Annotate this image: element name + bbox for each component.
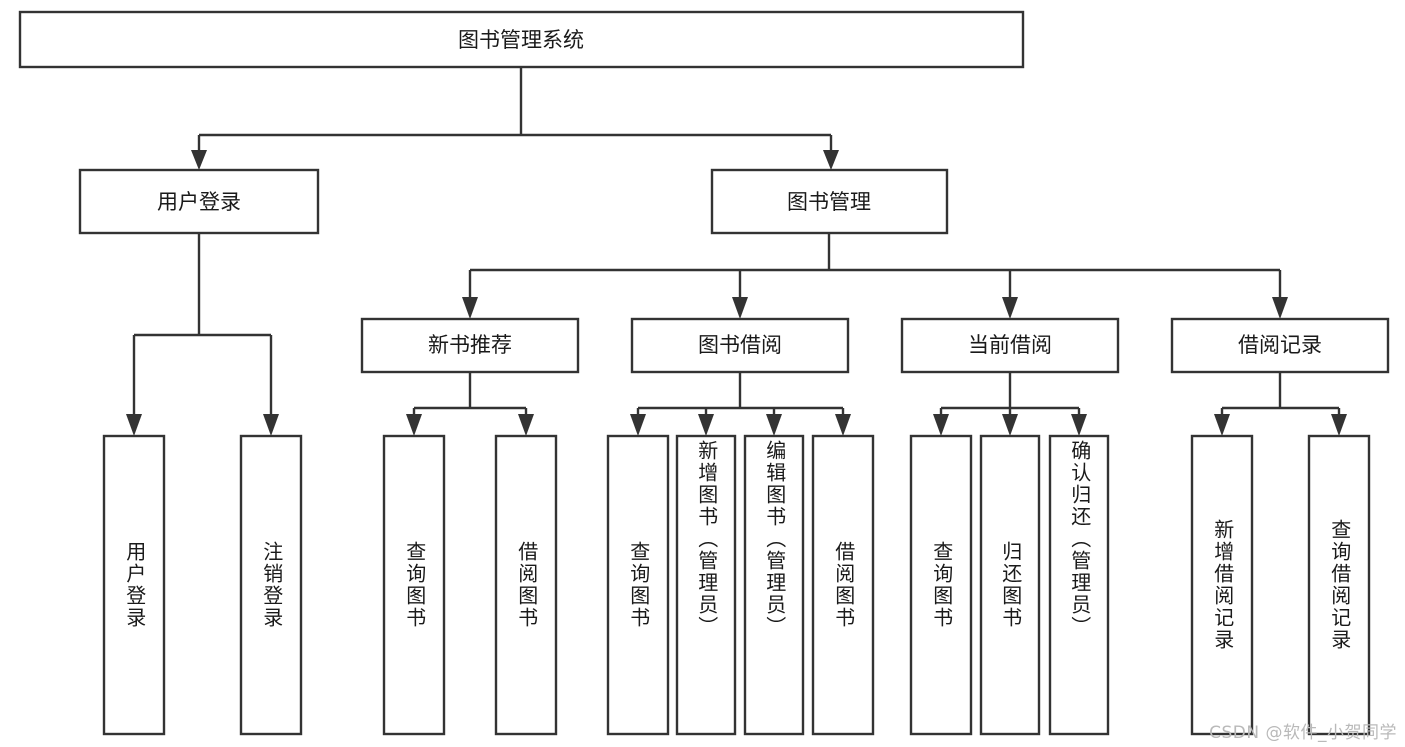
leaf-box-return-book[interactable] — [979, 434, 1041, 736]
connector-user-login-to-leaves — [126, 233, 279, 436]
arrow-to-leaf-query-record — [1331, 414, 1347, 436]
user-login-box — [78, 168, 320, 235]
leaf-box-add-book[interactable] — [675, 434, 737, 736]
leaf-box-confirm-return[interactable] — [1048, 434, 1110, 736]
node-root[interactable]: 图书管理系统 — [18, 10, 1025, 69]
arrow-to-book-manage — [823, 150, 839, 170]
node-user-login[interactable]: 用户登录 — [78, 168, 320, 235]
connector-current-borrow-to-leaves — [933, 372, 1087, 436]
book-borrow-label: 图书借阅 — [698, 333, 782, 357]
arrow-to-leaf-borrow-book-1 — [518, 414, 534, 436]
arrow-to-user-login — [191, 150, 207, 170]
current-borrow-label: 当前借阅 — [968, 333, 1052, 357]
arrow-to-leaf-borrow-book-2 — [835, 414, 851, 436]
leaf-box-edit-book[interactable] — [743, 434, 805, 736]
new-book-recommend-box — [360, 317, 580, 374]
node-book-borrow[interactable]: 图书借阅 — [630, 317, 850, 374]
arrow-to-leaf-add-book — [698, 414, 714, 436]
root-label: 图书管理系统 — [458, 28, 584, 52]
root-box — [18, 10, 1025, 69]
arrow-to-leaf-logout-login — [263, 414, 279, 436]
node-new-book-recommend[interactable]: 新书推荐 — [360, 317, 580, 374]
arrow-to-leaf-edit-book — [766, 414, 782, 436]
leaf-box-query-record[interactable] — [1307, 434, 1371, 736]
leaf-box-borrow-book-2[interactable] — [811, 434, 875, 736]
leaf-box-borrow-book-1[interactable] — [494, 434, 558, 736]
arrow-to-book-borrow — [732, 297, 748, 319]
csdn-watermark: CSDN @软件_小贺同学 — [1209, 723, 1397, 743]
leaf-box-user-login[interactable] — [102, 434, 166, 736]
connector-book-manage-to-level2 — [462, 233, 1288, 319]
node-current-borrow[interactable]: 当前借阅 — [900, 317, 1120, 374]
arrow-to-borrow-record — [1272, 297, 1288, 319]
leaf-box-query-book-1[interactable] — [382, 434, 446, 736]
arrow-to-new-book-recommend — [462, 297, 478, 319]
node-borrow-record[interactable]: 借阅记录 — [1170, 317, 1390, 374]
leaf-box-query-book-3[interactable] — [909, 434, 973, 736]
user-login-label: 用户登录 — [157, 190, 241, 214]
current-borrow-box — [900, 317, 1120, 374]
arrow-to-current-borrow — [1002, 297, 1018, 319]
leaf-box-logout-login[interactable] — [239, 434, 303, 736]
connector-book-borrow-to-leaves — [630, 372, 851, 436]
connector-root-to-level1 — [191, 67, 839, 170]
arrow-to-leaf-return-book — [1002, 414, 1018, 436]
arrow-to-leaf-confirm-return — [1071, 414, 1087, 436]
arrow-to-leaf-query-book-2 — [630, 414, 646, 436]
new-book-recommend-label: 新书推荐 — [428, 333, 512, 357]
connector-borrow-record-to-leaves — [1214, 372, 1347, 436]
arrow-to-leaf-query-book-3 — [933, 414, 949, 436]
book-manage-label: 图书管理 — [787, 190, 871, 214]
arrow-to-leaf-user-login — [126, 414, 142, 436]
connector-new-book-recommend-to-leaves — [406, 372, 534, 436]
leaf-box-query-book-2[interactable] — [606, 434, 670, 736]
leaf-box-add-record[interactable] — [1190, 434, 1254, 736]
borrow-record-label: 借阅记录 — [1238, 333, 1322, 357]
arrow-to-leaf-add-record — [1214, 414, 1230, 436]
arrow-to-leaf-query-book-1 — [406, 414, 422, 436]
node-book-manage[interactable]: 图书管理 — [710, 168, 949, 235]
